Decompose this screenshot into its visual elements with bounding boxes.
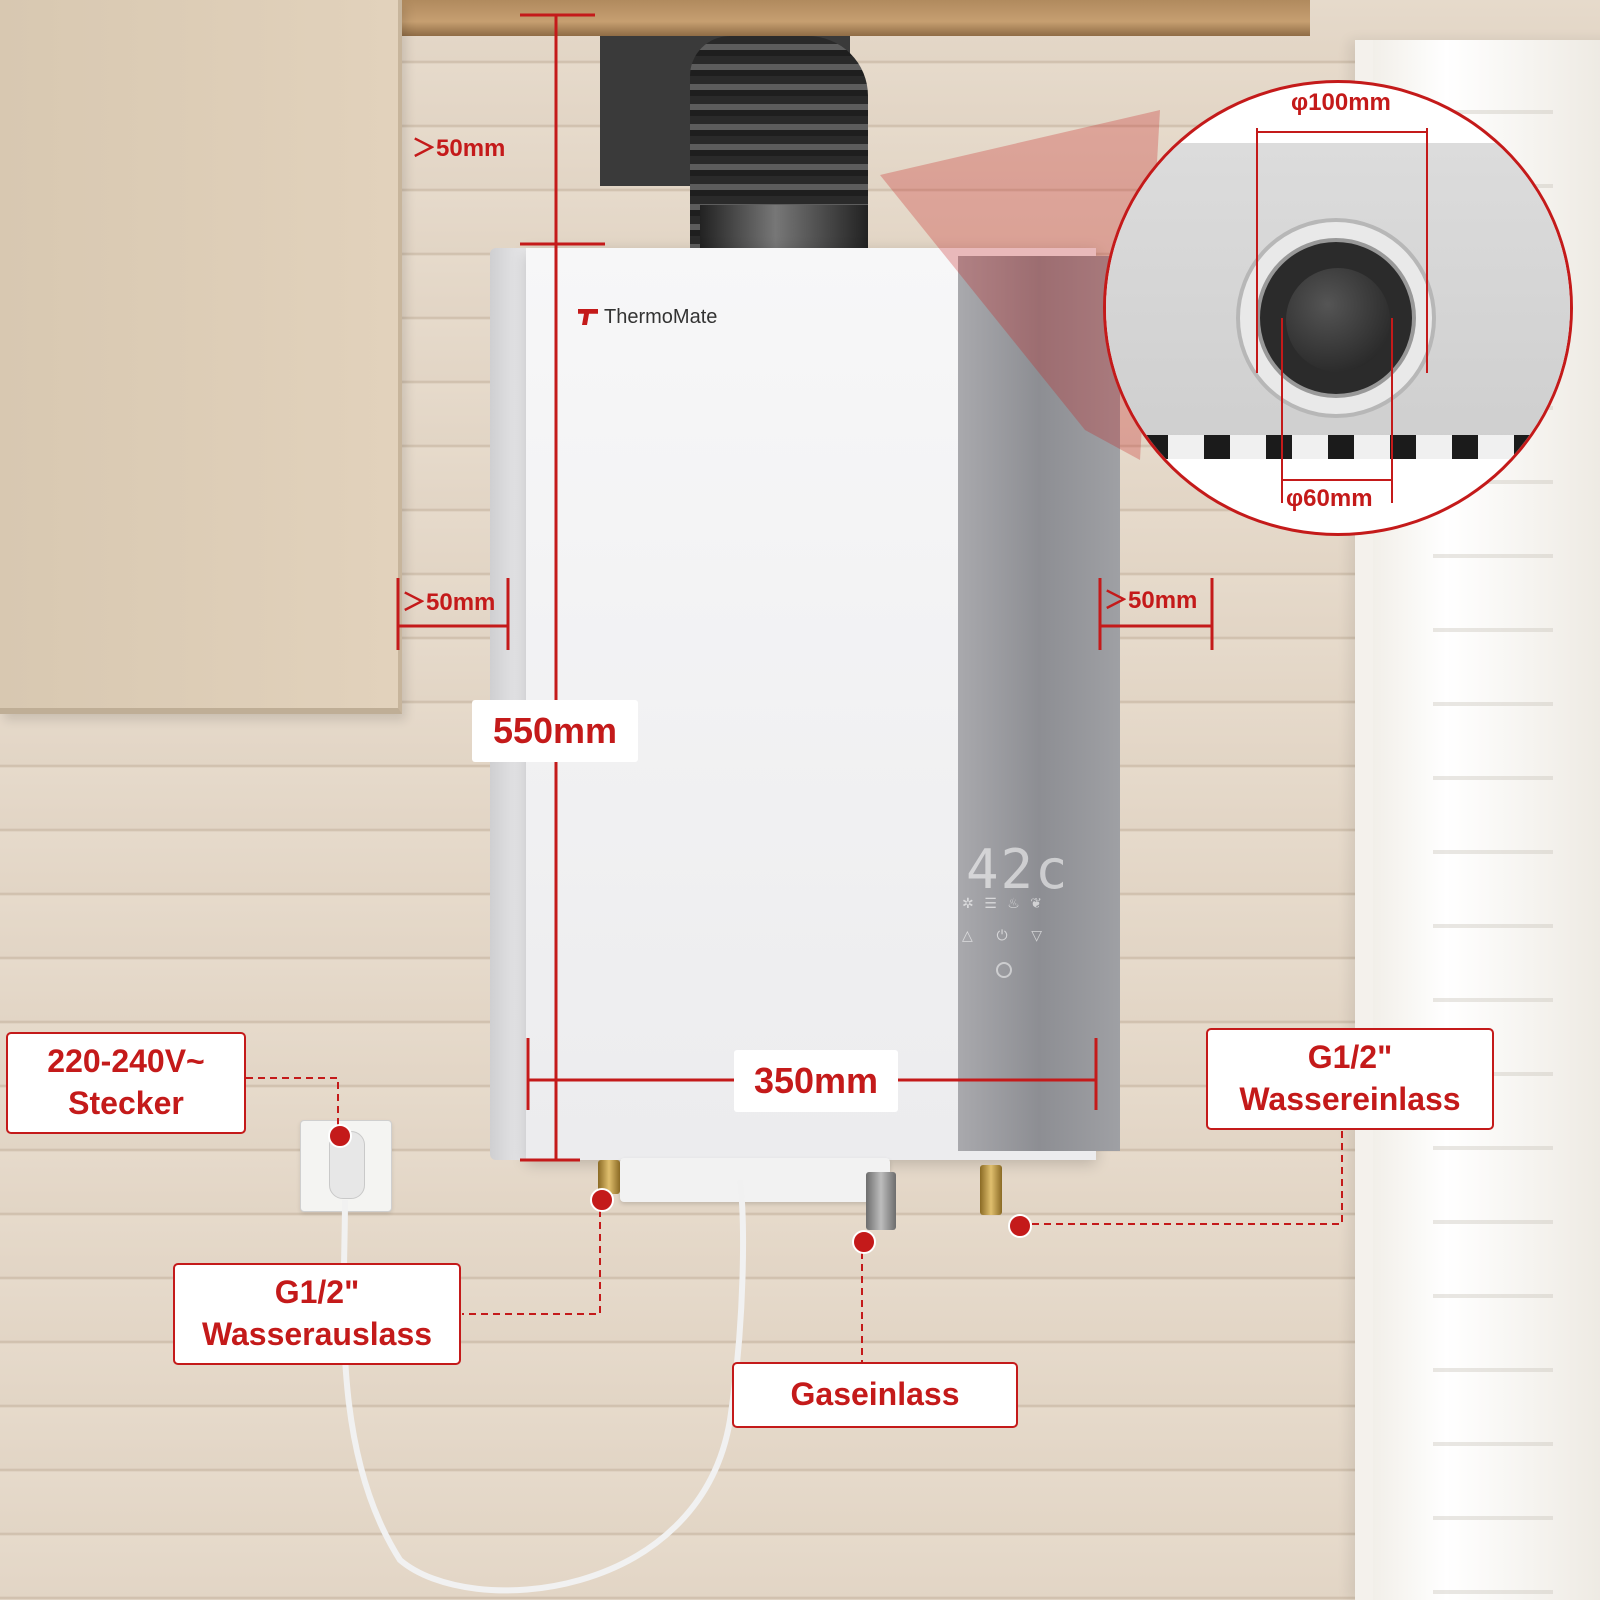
heater-front-panel bbox=[526, 248, 1120, 1160]
top-clearance-label: ＞50mm bbox=[412, 135, 506, 162]
leaf-icon: ❦ bbox=[1030, 896, 1042, 912]
gas-inlet-connector bbox=[866, 1172, 896, 1230]
left-clearance-label: ＞50mm bbox=[402, 589, 496, 616]
height-label: 550mm bbox=[472, 700, 638, 762]
water-heater bbox=[490, 248, 1120, 1163]
water-outlet-hotspot bbox=[590, 1188, 614, 1212]
gas-inlet-hotspot bbox=[852, 1230, 876, 1254]
water-inlet-callout: G1/2" Wassereinlass bbox=[1206, 1028, 1494, 1130]
water-inlet-connector bbox=[980, 1165, 1002, 1215]
zoom-vent-slots bbox=[1106, 435, 1570, 459]
power-callout-line1: 220-240V~ bbox=[47, 1043, 205, 1080]
power-hotspot bbox=[328, 1124, 352, 1148]
up-triangle-icon[interactable]: △ bbox=[962, 928, 973, 944]
water-inlet-line2: Wassereinlass bbox=[1239, 1081, 1461, 1117]
fan-icon: ✲ bbox=[962, 896, 974, 912]
power-icon[interactable]: ⏻ bbox=[996, 928, 1008, 944]
outer-diameter-label: φ100mm bbox=[1291, 89, 1391, 116]
temperature-display: 42c bbox=[966, 838, 1070, 901]
brand-logo: ThermoMate bbox=[578, 306, 717, 329]
control-button-row: △ ⏻ ▽ bbox=[962, 928, 1042, 944]
mounting-bracket bbox=[620, 1158, 890, 1202]
width-label: 350mm bbox=[734, 1050, 898, 1112]
flue-zoom-inset: φ100mm φ60mm bbox=[1103, 80, 1573, 536]
inner-diameter-label: φ60mm bbox=[1286, 485, 1373, 512]
water-outlet-line1: G1/2" bbox=[274, 1274, 360, 1311]
water-outlet-callout: G1/2" Wasserauslass bbox=[173, 1263, 461, 1365]
power-cable bbox=[340, 1179, 746, 1594]
heater-icon: ☰ bbox=[984, 896, 997, 912]
status-icon-row: ✲ ☰ ♨ ❦ bbox=[962, 896, 1042, 912]
heater-glass-panel bbox=[958, 256, 1120, 1151]
brand-name: ThermoMate bbox=[604, 306, 718, 328]
gas-inlet-callout: Gaseinlass bbox=[732, 1362, 1018, 1428]
water-outlet-line2: Wasserauslass bbox=[201, 1316, 433, 1352]
wall-cabinet bbox=[0, 0, 402, 714]
wooden-shelf bbox=[398, 0, 1310, 36]
flue-collar bbox=[700, 205, 868, 250]
zoom-inner-pipe bbox=[1286, 268, 1390, 372]
gas-inlet-line1: Gaseinlass bbox=[790, 1376, 960, 1413]
power-callout: 220-240V~ Stecker bbox=[6, 1032, 246, 1134]
down-triangle-icon[interactable]: ▽ bbox=[1031, 928, 1042, 944]
flame-icon: ♨ bbox=[1007, 896, 1020, 912]
water-inlet-line1: G1/2" bbox=[1307, 1039, 1393, 1076]
power-callout-line2: Stecker bbox=[68, 1085, 184, 1121]
thermomate-logo-icon bbox=[578, 309, 598, 325]
right-clearance-label: ＞50mm bbox=[1104, 587, 1198, 614]
water-inlet-hotspot bbox=[1008, 1214, 1032, 1238]
mode-button-icon[interactable] bbox=[996, 962, 1012, 978]
